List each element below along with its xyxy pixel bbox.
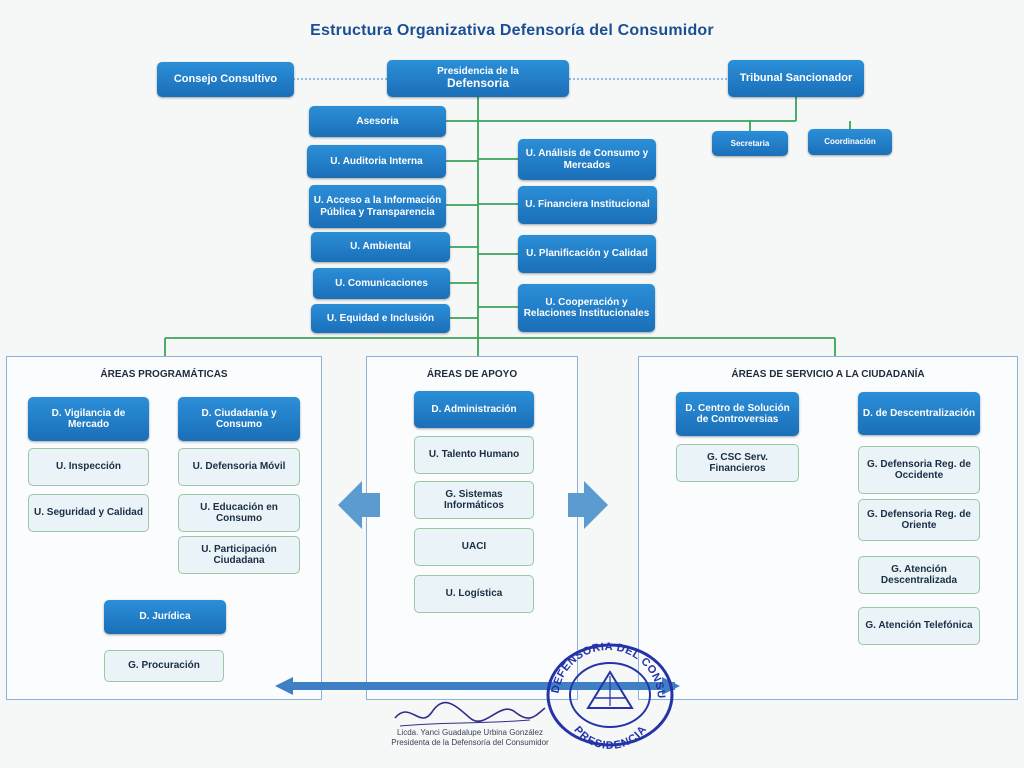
d-centro-solucion: D. Centro de Solución de Controversias [676, 392, 799, 436]
u-defensoria-movil-label: U. Defensoria Móvil [192, 461, 286, 473]
unit-equidad: U. Equidad e Inclusión [311, 304, 450, 333]
u-seguridad-calidad: U. Seguridad y Calidad [28, 494, 149, 532]
right-arrow-icon [568, 481, 608, 529]
coordinacion-box: Coordinación [808, 129, 892, 155]
g-atencion-descentralizada-label: G. Atención Descentralizada [880, 563, 958, 587]
unit-comunicaciones-label: U. Comunicaciones [335, 277, 428, 289]
u-talento-humano: U. Talento Humano [414, 436, 534, 474]
tribunal-sancionador-label: Tribunal Sancionador [739, 72, 853, 85]
uaci-label: UACI [461, 541, 487, 553]
unit-equidad-label: U. Equidad e Inclusión [326, 312, 435, 324]
unit-cooperacion: U. Cooperación y Relaciones Instituciona… [518, 284, 655, 332]
secretaria-box: Secretaria [712, 131, 788, 156]
unit-asesoria: Asesoria [309, 106, 446, 137]
panel-apoyo-heading: ÁREAS DE APOYO [426, 369, 518, 380]
unit-auditoria: U. Auditoria Interna [307, 145, 446, 178]
panel-programaticas-heading: ÁREAS PROGRAMÁTICAS [100, 369, 228, 380]
unit-ambiental-label: U. Ambiental [350, 241, 411, 253]
d-vigilancia-mercado: D. Vigilancia de Mercado [28, 397, 149, 441]
g-atencion-telefonica-label: G. Atención Telefónica [865, 620, 973, 632]
g-sistemas-informaticos: G. Sistemas Informáticos [414, 481, 534, 519]
unit-asesoria-label: Asesoria [356, 115, 399, 127]
tribunal-sancionador-box: Tribunal Sancionador [728, 60, 864, 97]
u-participacion-ciudadana-label: U. Participación Ciudadana [201, 543, 277, 567]
g-csc-serv-financieros-label: G. CSC Serv. Financieros [707, 451, 768, 475]
unit-acceso-informacion: U. Acceso a la Información Pública y Tra… [309, 185, 446, 228]
d-descentralizacion-label: D. de Descentralización [862, 407, 976, 419]
u-defensoria-movil: U. Defensoria Móvil [178, 448, 300, 486]
d-ciudadania-consumo-label: D. Ciudadanía y Consumo [201, 407, 277, 431]
page-title: Estructura Organizativa Defensoría del C… [310, 22, 714, 39]
g-defensoria-occidente-label: G. Defensoria Reg. de Occidente [867, 458, 971, 482]
g-procuracion: G. Procuración [104, 650, 224, 682]
signature-name: Licda. Yanci Guadalupe Urbina González [396, 728, 544, 737]
g-defensoria-oriente-label: G. Defensoria Reg. de Oriente [867, 508, 971, 532]
presidencia-box: Presidencia de la Defensoria [387, 60, 569, 97]
signature-role: Presidenta de la Defensoría del Consumid… [391, 738, 549, 748]
u-participacion-ciudadana: U. Participación Ciudadana [178, 536, 300, 574]
unit-planificacion-label: U. Planificación y Calidad [526, 248, 648, 260]
uaci: UACI [414, 528, 534, 566]
d-vigilancia-mercado-label: D. Vigilancia de Mercado [51, 407, 126, 431]
d-centro-solucion-label: D. Centro de Solución de Controversias [685, 402, 790, 426]
presidencia-label-1: Presidencia de la [437, 65, 519, 77]
unit-analisis-consumo: U. Análisis de Consumo y Mercados [518, 139, 656, 180]
u-logistica-label: U. Logística [445, 588, 503, 600]
d-juridica-label: D. Jurídica [139, 611, 191, 623]
official-seal-icon: DEFENSORIA DEL CONSUMIDOR PRESIDENCIA [540, 640, 674, 750]
u-inspeccion-label: U. Inspección [55, 461, 121, 473]
g-defensoria-occidente: G. Defensoria Reg. de Occidente [858, 446, 980, 494]
g-csc-serv-financieros: G. CSC Serv. Financieros [676, 444, 799, 482]
left-arrow-icon [338, 481, 380, 529]
g-defensoria-oriente: G. Defensoria Reg. de Oriente [858, 499, 980, 541]
unit-auditoria-label: U. Auditoria Interna [330, 155, 423, 167]
u-logistica: U. Logística [414, 575, 534, 613]
g-procuracion-label: G. Procuración [128, 660, 200, 672]
unit-analisis-consumo-label: U. Análisis de Consumo y Mercados [525, 148, 649, 171]
g-sistemas-informaticos-label: G. Sistemas Informáticos [443, 488, 504, 512]
signature-block: Licda. Yanci Guadalupe Urbina González P… [340, 728, 600, 749]
unit-financiera: U. Financiera Institucional [518, 186, 657, 224]
g-atencion-telefonica: G. Atención Telefónica [858, 607, 980, 645]
g-atencion-descentralizada: G. Atención Descentralizada [858, 556, 980, 594]
u-inspeccion: U. Inspección [28, 448, 149, 486]
u-educacion-consumo-label: U. Educación en Consumo [200, 501, 278, 525]
u-educacion-consumo: U. Educación en Consumo [178, 494, 300, 532]
d-administracion: D. Administración [414, 391, 534, 428]
coordinacion-label: Coordinación [824, 137, 876, 147]
presidencia-label-2: Defensoria [446, 76, 510, 91]
unit-acceso-informacion-label: U. Acceso a la Información Pública y Tra… [313, 195, 442, 218]
d-administracion-label: D. Administración [431, 403, 517, 415]
consejo-consultivo-box: Consejo Consultivo [157, 62, 294, 97]
d-descentralizacion: D. de Descentralización [858, 392, 980, 435]
secretaria-label: Secretaria [730, 138, 770, 148]
unit-financiera-label: U. Financiera Institucional [525, 199, 650, 211]
unit-planificacion: U. Planificación y Calidad [518, 235, 656, 273]
unit-cooperacion-label: U. Cooperación y Relaciones Instituciona… [523, 296, 650, 320]
u-seguridad-calidad-label: U. Seguridad y Calidad [34, 507, 143, 519]
consejo-consultivo-label: Consejo Consultivo [173, 73, 278, 86]
u-talento-humano-label: U. Talento Humano [428, 449, 520, 461]
unit-ambiental: U. Ambiental [311, 232, 450, 262]
panel-servicio-heading: ÁREAS DE SERVICIO A LA CIUDADANÍA [731, 369, 925, 380]
d-ciudadania-consumo: D. Ciudadanía y Consumo [178, 397, 300, 441]
unit-comunicaciones: U. Comunicaciones [313, 268, 450, 299]
d-juridica: D. Jurídica [104, 600, 226, 634]
